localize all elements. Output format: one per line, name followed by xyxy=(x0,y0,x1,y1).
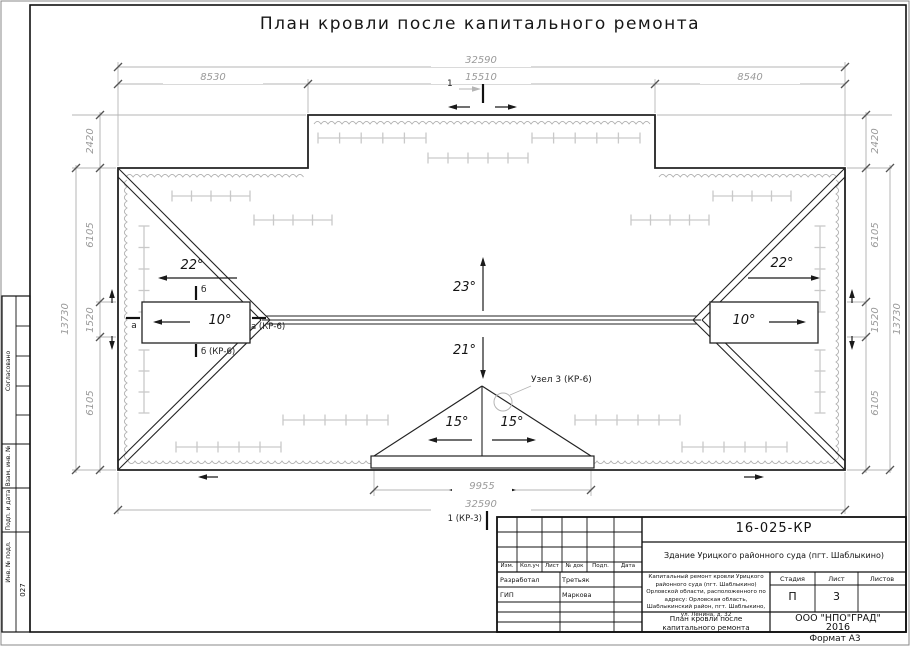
dim-right-upper: 6105 xyxy=(870,222,881,248)
dim-left-offset: 2420 xyxy=(85,128,96,154)
dim-left-lower: 6105 xyxy=(85,390,96,416)
sheet-number-value: 3 xyxy=(833,590,840,603)
tb-header-podp: Подп. xyxy=(592,563,609,569)
tb-header-ndok: № док xyxy=(565,563,584,569)
dim-bottom-overall: 32590 xyxy=(431,499,531,511)
cut-mark-a-ref: а (КР-6) xyxy=(251,322,286,332)
slope-gable-right-label: 15° xyxy=(500,415,524,430)
tb-name-0: Третьяк xyxy=(562,576,590,584)
dim-right-offset: 2420 xyxy=(870,128,881,154)
tb-header-list: Лист xyxy=(545,563,559,569)
dim-left-ridge: 1520 xyxy=(85,307,96,333)
object-name: Здание Урицкого районного суда (пгт. Шаб… xyxy=(664,551,884,560)
dim-top-overall: 32590 xyxy=(431,55,531,67)
slope-left-label: 22° xyxy=(180,258,204,273)
organization: ООО "НПО"ГРАД" xyxy=(795,613,881,624)
org-year: 2016 xyxy=(825,622,851,633)
strip-inv-number: 027 xyxy=(19,583,27,597)
strip-podp-label: Подп. и дата xyxy=(5,489,12,531)
tb-role-0: Разработал xyxy=(500,576,540,584)
dim-right-overall: 13730 xyxy=(892,303,903,335)
slope-top-label: 23° xyxy=(452,280,476,295)
node-callout: Узел 3 (КР-6) xyxy=(531,375,592,385)
slope-bottom-label: 21° xyxy=(452,343,476,358)
tb-header-koluch: Кол.уч xyxy=(519,563,540,569)
doc-number: 16-025-КР xyxy=(735,521,813,536)
strip-inv-label: Инв. № подл. xyxy=(5,541,12,583)
cut-mark-b: б xyxy=(201,285,207,295)
sheet-label: Лист xyxy=(828,575,845,583)
section-mark-bottom: 1 (КР-3) xyxy=(447,514,482,524)
stage-value: П xyxy=(788,590,797,603)
tb-name-1: Маркова xyxy=(562,591,592,599)
sheet-title: План кровли после капитального ремонта xyxy=(662,614,750,632)
stage-label: Стадия xyxy=(780,575,805,583)
dim-top-left: 8530 xyxy=(163,72,263,84)
tb-header-izm: Изм. xyxy=(500,563,514,569)
slope-gable-left-label: 15° xyxy=(445,415,469,430)
dim-right-ridge: 1520 xyxy=(870,307,881,333)
dim-left-upper: 6105 xyxy=(85,222,96,248)
tb-header-data: Дата xyxy=(620,563,636,569)
format-label: Формат А3 xyxy=(809,634,861,644)
strip-approved-label: Согласовано xyxy=(5,350,12,392)
sheets-label: Листов xyxy=(869,575,895,583)
slope-right-box-label: 10° xyxy=(732,313,756,328)
project-description: Капитальный ремонт кровли Урицкого район… xyxy=(646,574,766,618)
tb-role-1: ГИП xyxy=(500,591,514,599)
section-mark-top: 1 xyxy=(447,79,453,89)
slope-left-box-label: 10° xyxy=(208,313,232,328)
slope-right-label: 22° xyxy=(770,256,794,271)
cut-mark-a: а xyxy=(131,321,137,331)
dim-top-right: 8540 xyxy=(700,72,800,84)
dim-bottom-gable: 9955 xyxy=(452,481,512,493)
dim-left-overall: 13730 xyxy=(60,303,71,335)
page-title: План кровли после капитального ремонта xyxy=(259,14,701,34)
cut-mark-b-ref: б (КР-6) xyxy=(201,347,236,357)
dim-top-center: 15510 xyxy=(431,72,531,84)
dim-right-lower: 6105 xyxy=(870,390,881,416)
